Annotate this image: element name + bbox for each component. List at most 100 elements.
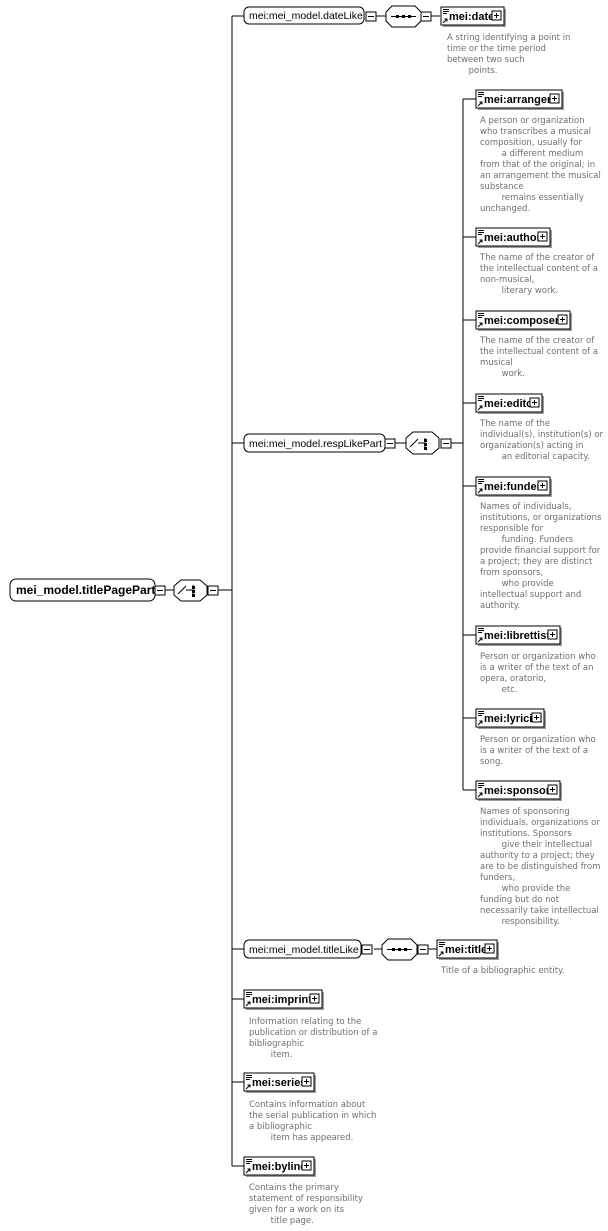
expand-button[interactable]: [301, 1160, 312, 1171]
element-doc-icon: [478, 313, 484, 318]
sequence-collapse-button[interactable]: [417, 944, 429, 955]
element-lyricist[interactable]: mei:lyricist: [475, 708, 546, 729]
element-doc-icon: [478, 711, 484, 716]
element-editor[interactable]: mei:editor: [475, 393, 544, 414]
element-funder-label: mei:funder: [484, 481, 542, 493]
element-sponsor[interactable]: mei:sponsor: [475, 780, 562, 801]
root-label: mei_model.titlePagePart: [16, 583, 155, 597]
expand-button[interactable]: [549, 93, 560, 104]
editor-description: The name of the individual(s), instituti…: [480, 419, 604, 462]
expand-button[interactable]: [309, 993, 320, 1004]
sponsor-description: Names of sponsoring individuals, organiz…: [480, 807, 601, 927]
element-doc-icon: [443, 9, 449, 14]
reference-arrow-icon: [477, 405, 483, 411]
element-series[interactable]: mei:series: [243, 1072, 316, 1093]
title-description: Title of a bibliographic entity.: [441, 966, 565, 976]
expand-button[interactable]: [547, 784, 558, 795]
date-description: A string identifying a point in time or …: [447, 33, 571, 76]
choice-collapse-button[interactable]: [207, 585, 219, 596]
reference-arrow-icon: [477, 720, 483, 726]
choice-collapse-button[interactable]: [440, 438, 452, 449]
reference-arrow-icon: [245, 1001, 251, 1007]
element-composer[interactable]: mei:composer: [475, 310, 572, 331]
choice-compositor-icon: [173, 579, 208, 602]
reference-arrow-icon: [477, 322, 483, 328]
element-doc-icon: [478, 92, 484, 97]
element-sponsor-label: mei:sponsor: [484, 785, 551, 797]
group-respLikePart[interactable]: mei:mei_model.respLikePart: [243, 433, 386, 453]
group-dateLike-label: mei:mei_model.dateLike: [249, 10, 363, 22]
arranger-description: A person or organization who transcribes…: [480, 116, 601, 214]
element-imprint[interactable]: mei:imprint: [243, 989, 324, 1010]
element-byline[interactable]: mei:byline: [243, 1156, 316, 1177]
element-title-label: mei:title: [445, 944, 487, 956]
group-respLikePart-label: mei:mei_model.respLikePart: [249, 438, 382, 450]
series-description: Contains information about the serial pu…: [249, 1100, 377, 1143]
sequence-compositor-icon: [385, 5, 422, 28]
reference-arrow-icon: [245, 1084, 251, 1090]
lyricist-description: Person or organization who is a writer o…: [480, 735, 596, 767]
element-author-label: mei:author: [484, 232, 542, 244]
reference-arrow-icon: [477, 101, 483, 107]
expand-button[interactable]: [557, 314, 568, 325]
expand-button[interactable]: [529, 397, 540, 408]
expand-button[interactable]: [491, 10, 502, 21]
author-description: The name of the creator of the intellect…: [480, 253, 598, 296]
element-doc-icon: [439, 942, 445, 947]
group-dateLike[interactable]: mei:mei_model.dateLike: [243, 6, 365, 25]
element-title[interactable]: mei:title: [436, 939, 499, 960]
librettist-description: Person or organization who is a writer o…: [480, 652, 596, 695]
element-doc-icon: [246, 1075, 252, 1080]
reference-arrow-icon: [477, 488, 483, 494]
element-lyricist-label: mei:lyricist: [484, 713, 542, 725]
composer-description: The name of the creator of the intellect…: [480, 336, 598, 379]
reference-arrow-icon: [477, 792, 483, 798]
element-doc-icon: [246, 992, 252, 997]
imprint-description: Information relating to the publication …: [249, 1017, 378, 1060]
element-doc-icon: [246, 1159, 252, 1164]
respLikePart-collapse-button[interactable]: [384, 438, 396, 449]
element-arranger-label: mei:arranger: [484, 94, 552, 106]
reference-arrow-icon: [442, 18, 448, 24]
group-titleLike-label: mei:mei_model.titleLike: [249, 944, 359, 956]
element-doc-icon: [478, 396, 484, 401]
expand-button[interactable]: [531, 712, 542, 723]
root-node[interactable]: mei_model.titlePagePart: [9, 578, 156, 602]
element-imprint-label: mei:imprint: [252, 994, 312, 1006]
element-composer-label: mei:composer: [484, 315, 560, 327]
reference-arrow-icon: [477, 239, 483, 245]
element-doc-icon: [478, 479, 484, 484]
element-author[interactable]: mei:author: [475, 227, 552, 248]
element-librettist[interactable]: mei:librettist: [475, 625, 562, 646]
element-editor-label: mei:editor: [484, 398, 538, 410]
expand-button[interactable]: [301, 1076, 312, 1087]
dateLike-collapse-button[interactable]: [365, 11, 377, 22]
reference-arrow-icon: [438, 951, 444, 957]
expand-button[interactable]: [547, 629, 558, 640]
reference-arrow-icon: [245, 1168, 251, 1174]
element-layer: mei:date mei:arranger mei:author mei:compos…: [243, 6, 572, 1177]
element-date[interactable]: mei:date: [440, 6, 506, 27]
expand-button[interactable]: [537, 231, 548, 242]
element-byline-label: mei:byline: [252, 1161, 306, 1173]
root-collapse-button[interactable]: [154, 585, 166, 596]
element-doc-icon: [478, 230, 484, 235]
element-funder[interactable]: mei:funder: [475, 476, 552, 497]
group-titleLike[interactable]: mei:mei_model.titleLike: [243, 939, 362, 959]
reference-arrow-icon: [477, 637, 483, 643]
element-librettist-label: mei:librettist: [484, 630, 550, 642]
byline-description: Contains the primary statement of respon…: [249, 1183, 363, 1226]
element-doc-icon: [478, 628, 484, 633]
element-series-label: mei:series: [252, 1077, 306, 1089]
element-doc-icon: [478, 783, 484, 788]
titleLike-collapse-button[interactable]: [361, 944, 373, 955]
choice-compositor-icon: [405, 431, 440, 455]
expand-button[interactable]: [484, 943, 495, 954]
expand-button[interactable]: [537, 480, 548, 491]
funder-description: Names of individuals, institutions, or o…: [480, 502, 602, 611]
sequence-compositor-icon: [381, 938, 418, 961]
element-arranger[interactable]: mei:arranger: [475, 89, 564, 110]
element-date-label: mei:date: [449, 11, 494, 23]
sequence-collapse-button[interactable]: [420, 11, 432, 22]
